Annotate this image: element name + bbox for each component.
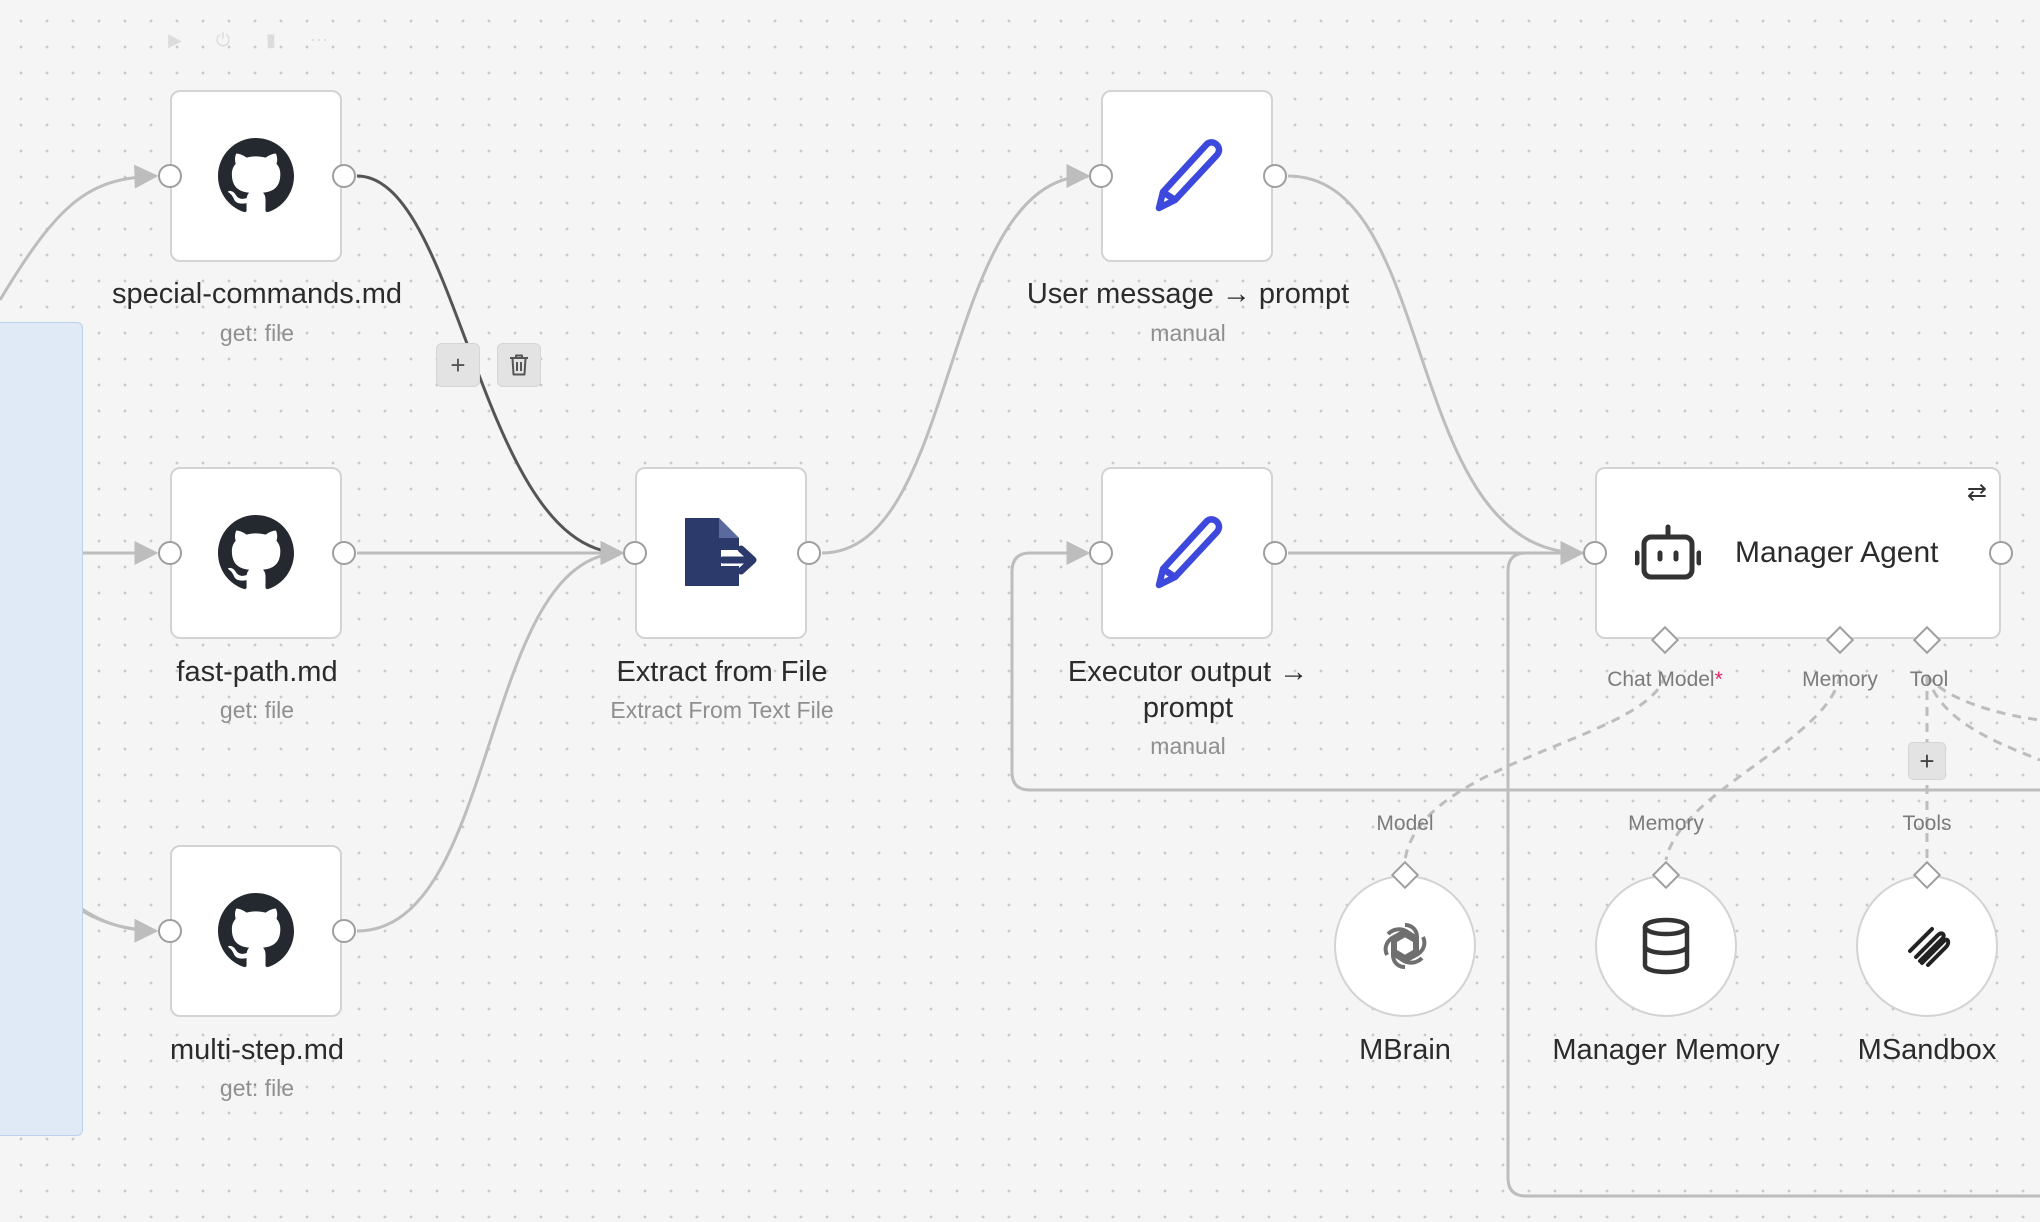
- output-handle[interactable]: [797, 541, 821, 565]
- output-handle[interactable]: [332, 919, 356, 943]
- canvas-toolbar: ▶ ⏻ ▮ ⋯: [165, 30, 329, 50]
- node-title: User message → prompt: [1026, 278, 1350, 310]
- node-subtitle: Extract From Text File: [610, 697, 834, 723]
- node-title: special-commands.md: [111, 278, 403, 310]
- node-mbrain[interactable]: [1334, 875, 1476, 1017]
- play-icon[interactable]: ▶: [168, 29, 182, 50]
- power-icon[interactable]: ⏻: [215, 29, 231, 50]
- edge-multi-to-extract[interactable]: [356, 541, 625, 933]
- edge-memory-link[interactable]: [1664, 674, 1842, 861]
- node-title: fast-path.md: [176, 656, 338, 688]
- node-title: Manager Memory: [1552, 1034, 1780, 1066]
- edge-loop-to-executor[interactable]: [1010, 541, 2040, 792]
- edge-agent-return-loop[interactable]: [1506, 551, 2040, 1198]
- node-subtitle: get: file: [219, 1075, 295, 1101]
- required-marker: *: [1714, 668, 1723, 691]
- input-handle[interactable]: [158, 919, 182, 943]
- input-handle[interactable]: [623, 541, 647, 565]
- edge-add-button[interactable]: +: [436, 343, 480, 387]
- tool-port-label: Tool: [1909, 668, 1949, 691]
- node-subtitle: get: file: [219, 320, 295, 346]
- edge-tool-link-extra-1[interactable]: [1925, 674, 2040, 762]
- trash-icon: [510, 354, 528, 376]
- node-title-line-1: Executor output →: [1067, 656, 1309, 688]
- node-special-commands[interactable]: [170, 90, 342, 262]
- edge-in-special-commands[interactable]: [0, 164, 159, 301]
- edge-special-to-extract[interactable]: [356, 174, 625, 565]
- database-icon: [1642, 917, 1690, 975]
- output-handle[interactable]: [1263, 541, 1287, 565]
- add-tool-button[interactable]: +: [1908, 742, 1946, 780]
- node-executor-output-prompt[interactable]: [1101, 467, 1273, 639]
- github-icon: [218, 893, 294, 968]
- node-fast-path[interactable]: [170, 467, 342, 639]
- node-manager-memory[interactable]: [1595, 875, 1737, 1017]
- memory-port-label: Memory: [1802, 668, 1878, 691]
- node-subtitle: get: file: [219, 697, 295, 723]
- file-export-icon: [685, 518, 757, 586]
- node-title-line-2: prompt: [1142, 692, 1234, 724]
- openai-icon: [1383, 923, 1427, 969]
- loop-icon: ⇄: [1966, 479, 1987, 506]
- node-manager-agent[interactable]: Manager Agent ⇄: [1595, 467, 2001, 639]
- node-subtitle: manual: [1150, 320, 1226, 346]
- edge-model-link[interactable]: [1403, 674, 1667, 861]
- node-title: MSandbox: [1857, 1034, 1997, 1066]
- pencil-icon: [1155, 139, 1223, 212]
- model-port-label: Model: [1376, 812, 1434, 835]
- github-icon: [218, 138, 294, 213]
- memory-in-port-label: Memory: [1628, 812, 1704, 835]
- node-title: MBrain: [1359, 1034, 1451, 1066]
- edge-delete-button[interactable]: [497, 343, 541, 387]
- node-multi-step[interactable]: [170, 845, 342, 1017]
- output-handle[interactable]: [332, 541, 356, 565]
- more-icon[interactable]: ⋯: [310, 29, 328, 50]
- output-handle[interactable]: [1989, 541, 2013, 565]
- input-handle[interactable]: [158, 541, 182, 565]
- tools-port-label: Tools: [1902, 812, 1952, 835]
- node-title: Manager Agent: [1735, 536, 1939, 569]
- input-handle[interactable]: [1089, 164, 1113, 188]
- edge-user-message-to-agent[interactable]: [1287, 174, 1585, 565]
- pencil-icon: [1155, 516, 1223, 589]
- input-handle[interactable]: [1583, 541, 1607, 565]
- node-title: Extract from File: [616, 656, 828, 688]
- node-user-message-prompt[interactable]: [1101, 90, 1273, 262]
- sandbox-icon: [1908, 927, 1951, 967]
- input-handle[interactable]: [1089, 541, 1113, 565]
- port-label-text: Chat Model: [1607, 668, 1715, 691]
- edge-extract-to-user-message[interactable]: [821, 164, 1091, 555]
- chat-model-port-label: Chat Model*: [1607, 668, 1723, 692]
- sticky-note[interactable]: [0, 322, 83, 1136]
- github-icon: [218, 515, 294, 590]
- node-title: Executor output → prompt: [1068, 654, 1308, 726]
- trash-icon[interactable]: ▮: [266, 29, 276, 50]
- robot-icon: [1635, 524, 1701, 580]
- node-title: multi-step.md: [169, 1034, 345, 1066]
- output-handle[interactable]: [332, 164, 356, 188]
- node-msandbox[interactable]: [1856, 875, 1998, 1017]
- output-handle[interactable]: [1263, 164, 1287, 188]
- input-handle[interactable]: [158, 164, 182, 188]
- node-extract-from-file[interactable]: [635, 467, 807, 639]
- node-subtitle: manual: [1150, 733, 1226, 759]
